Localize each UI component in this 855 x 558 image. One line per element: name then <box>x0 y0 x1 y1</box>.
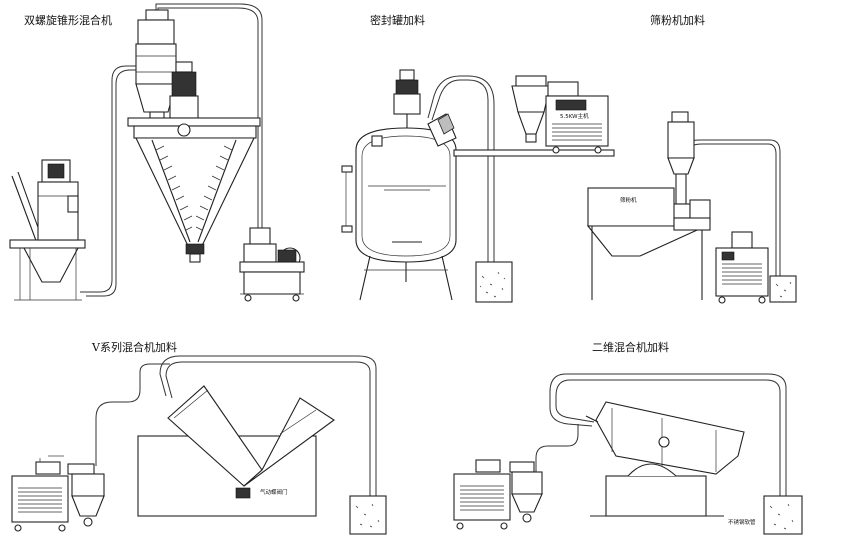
title-v-mixer: V系列混合机加料 <box>91 340 177 354</box>
scene-v-mixer: V系列混合机加料 气动蝶阀门 <box>11 340 387 535</box>
scene-sieve: 筛粉机加料 筛粉机 <box>586 13 797 304</box>
title-double-screw-mixer: 双螺旋锥形混合机 <box>24 13 112 27</box>
feed-hopper <box>9 159 86 301</box>
conveying-pipe-4 <box>165 361 371 500</box>
vacuum-unit-5 <box>453 459 511 530</box>
scene-sealed-tank: 密封罐加料 <box>341 13 615 303</box>
2d-mixer-frame <box>590 463 724 517</box>
pipe-label: 不锈钢软管 <box>728 518 756 526</box>
conveying-pipe-5 <box>555 379 781 500</box>
title-2d-mixer: 二维混合机加料 <box>592 340 669 354</box>
material-bucket-4 <box>349 495 387 535</box>
v-mixer: 气动蝶阀门 <box>167 385 335 499</box>
scene-double-screw-mixer: 双螺旋锥形混合机 <box>9 3 305 302</box>
conveying-pipe-1 <box>80 65 140 293</box>
material-bucket-5 <box>763 495 803 535</box>
material-bucket-3 <box>769 275 797 303</box>
vacuum-feeder-4 <box>67 463 105 527</box>
sieve-machine: 筛粉机 <box>586 187 711 300</box>
unit-label-5-5kw: 5.5KW主机 <box>560 112 589 120</box>
scene-2d-mixer: 二维混合机加料 <box>453 340 803 535</box>
sieve-receiver <box>667 111 711 221</box>
vacuum-unit-4 <box>11 455 69 532</box>
vacuum-receiver <box>135 3 263 228</box>
title-sieve: 筛粉机加料 <box>650 13 705 27</box>
valve-label: 气动蝶阀门 <box>260 488 288 496</box>
tank-feeder <box>427 113 457 147</box>
vacuum-unit-3 <box>715 231 769 304</box>
sealed-tank <box>341 127 457 301</box>
platform <box>453 149 615 157</box>
vacuum-unit-2: 5.5KW主机 <box>511 75 609 154</box>
title-sealed-tank: 密封罐加料 <box>370 13 425 27</box>
cone-mixer <box>127 61 261 263</box>
material-bucket-2 <box>475 261 513 303</box>
vacuum-feeder-5 <box>509 461 543 523</box>
2d-mixer-drum <box>585 401 745 475</box>
unit-label-sieve: 筛粉机 <box>620 196 637 204</box>
vacuum-pump-1 <box>239 227 305 302</box>
conveying-pipe-2 <box>431 79 489 276</box>
